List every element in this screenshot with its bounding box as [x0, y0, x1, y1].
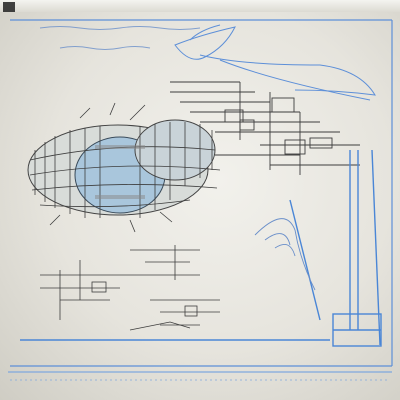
top-annotations	[39, 26, 201, 50]
paper-top-edge	[0, 0, 400, 12]
wing-sketch	[174, 24, 376, 101]
frame-lines	[8, 19, 393, 373]
feather-sketch	[254, 218, 316, 291]
circuit-schematic	[170, 81, 360, 175]
corner-mark	[3, 2, 15, 12]
duct-frame	[20, 149, 382, 347]
engine-illustration	[27, 102, 221, 233]
lower-schematic	[40, 245, 220, 331]
